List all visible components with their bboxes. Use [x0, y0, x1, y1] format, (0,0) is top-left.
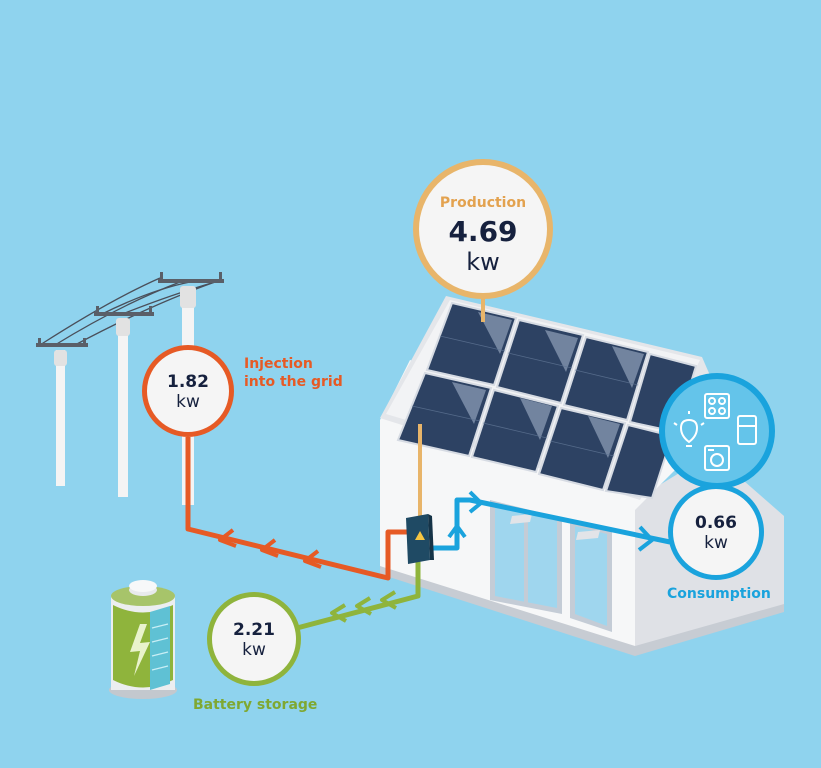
washing-machine-icon: [704, 445, 730, 471]
injection-label-line2: into the grid: [244, 374, 343, 390]
injection-value: 1.82: [167, 372, 209, 392]
consumption-appliances: [659, 373, 775, 489]
injection-label: Injection into the grid: [244, 355, 343, 391]
flow-arrow-icon: [447, 490, 654, 552]
flow-arrow-icon: [218, 528, 322, 569]
production-unit: kw: [466, 248, 500, 276]
injection-label-line1: Injection: [244, 356, 313, 372]
production-value: 4.69: [448, 215, 518, 248]
light-bulb-icon: [673, 411, 705, 447]
inverter-icon: [406, 514, 434, 564]
injection-flow-line: [185, 437, 408, 581]
battery-label: Battery storage: [193, 697, 318, 713]
battery-flow-line: [296, 560, 421, 631]
battery-value: 2.21: [233, 620, 275, 640]
battery-icon: [109, 580, 177, 699]
fridge-icon: [737, 415, 757, 445]
house-base: [380, 566, 784, 656]
flow-arrow-icon: [330, 590, 397, 623]
injection-circle: 1.82 kw: [142, 345, 234, 437]
production-circle: Production 4.69 kw: [413, 159, 553, 299]
injection-unit: kw: [176, 392, 200, 412]
cooktop-icon: [704, 393, 730, 419]
battery-unit: kw: [242, 640, 266, 660]
power-wires: [39, 277, 216, 346]
consumption-circle: 0.66 kw: [668, 484, 764, 580]
consumption-value: 0.66: [695, 513, 737, 533]
production-title: Production: [439, 195, 527, 211]
battery-circle: 2.21 kw: [207, 592, 301, 686]
consumption-label: Consumption: [667, 586, 771, 602]
consumption-flow-line: [430, 490, 671, 552]
consumption-unit: kw: [704, 533, 728, 553]
house-windows: [490, 500, 612, 632]
production-flow-line: [418, 296, 485, 520]
